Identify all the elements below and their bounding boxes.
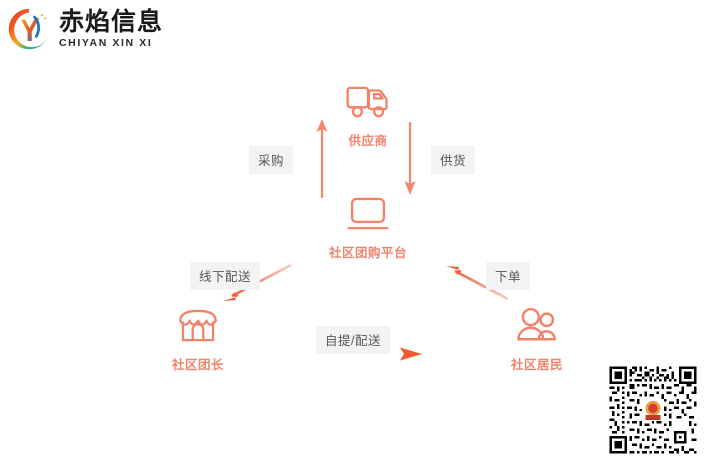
brand-logo: 赤焰信息 CHIYAN XIN XI bbox=[6, 6, 163, 52]
edge-label-procurement: 采购 bbox=[249, 146, 294, 174]
brand-name-cn: 赤焰信息 bbox=[59, 7, 164, 36]
node-resident: 社区居民 bbox=[477, 304, 597, 373]
node-supplier-label: 供应商 bbox=[348, 134, 388, 148]
edge-label-pickup-delivery: 自提/配送 bbox=[316, 326, 390, 354]
edge-label-offline-delivery: 线下配送 bbox=[190, 262, 261, 290]
brand-name-en: CHIYAN XIN XI bbox=[59, 36, 153, 49]
circular-swoosh-logo-icon bbox=[8, 8, 48, 50]
two-people-icon bbox=[517, 307, 556, 341]
node-resident-label: 社区居民 bbox=[510, 358, 563, 372]
laptop-monitor-icon bbox=[347, 197, 389, 230]
delivery-truck-icon bbox=[346, 86, 388, 118]
qr-code[interactable] bbox=[607, 364, 699, 456]
brand-text: 赤焰信息 CHIYAN XIN XI bbox=[59, 7, 164, 49]
qr-center-brand-logo-icon bbox=[645, 400, 661, 421]
node-leader: 社区团长 bbox=[138, 304, 258, 373]
edge-label-supply: 供货 bbox=[431, 146, 476, 174]
edge-label-place-order: 下单 bbox=[486, 262, 531, 290]
node-platform: 社区团购平台 bbox=[308, 192, 428, 261]
node-supplier: 供应商 bbox=[308, 80, 428, 149]
node-platform-label: 社区团购平台 bbox=[328, 246, 407, 260]
node-leader-label: 社区团长 bbox=[171, 358, 224, 372]
storefront-icon bbox=[179, 309, 217, 342]
qr-code-image bbox=[607, 364, 699, 456]
